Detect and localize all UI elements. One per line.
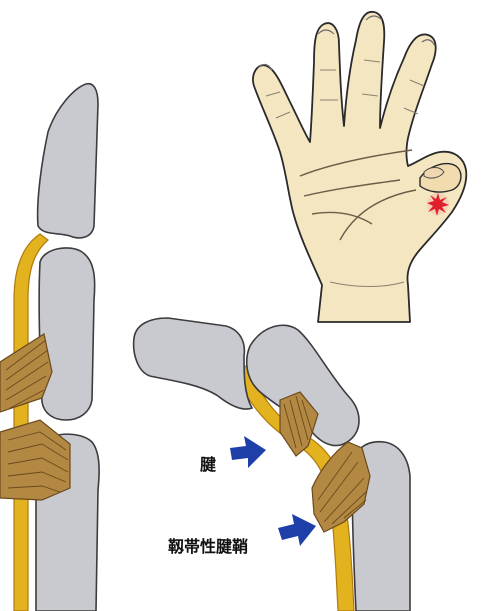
middle-phalanx-straight [39,248,95,420]
distal-phalanx-straight [38,84,98,238]
sheath-arrow-icon [278,514,316,546]
tendon-arrow-icon [230,436,266,468]
sheath-label: 靱帯性腱鞘 [168,533,248,557]
distal-phalanx-bent [134,318,252,409]
bent-finger-cross-section [134,318,410,611]
hand-illustration [243,8,479,326]
tendon-label: 腱 [200,451,216,475]
straight-finger-cross-section [0,84,99,611]
annular-pulley-lower [0,420,70,500]
